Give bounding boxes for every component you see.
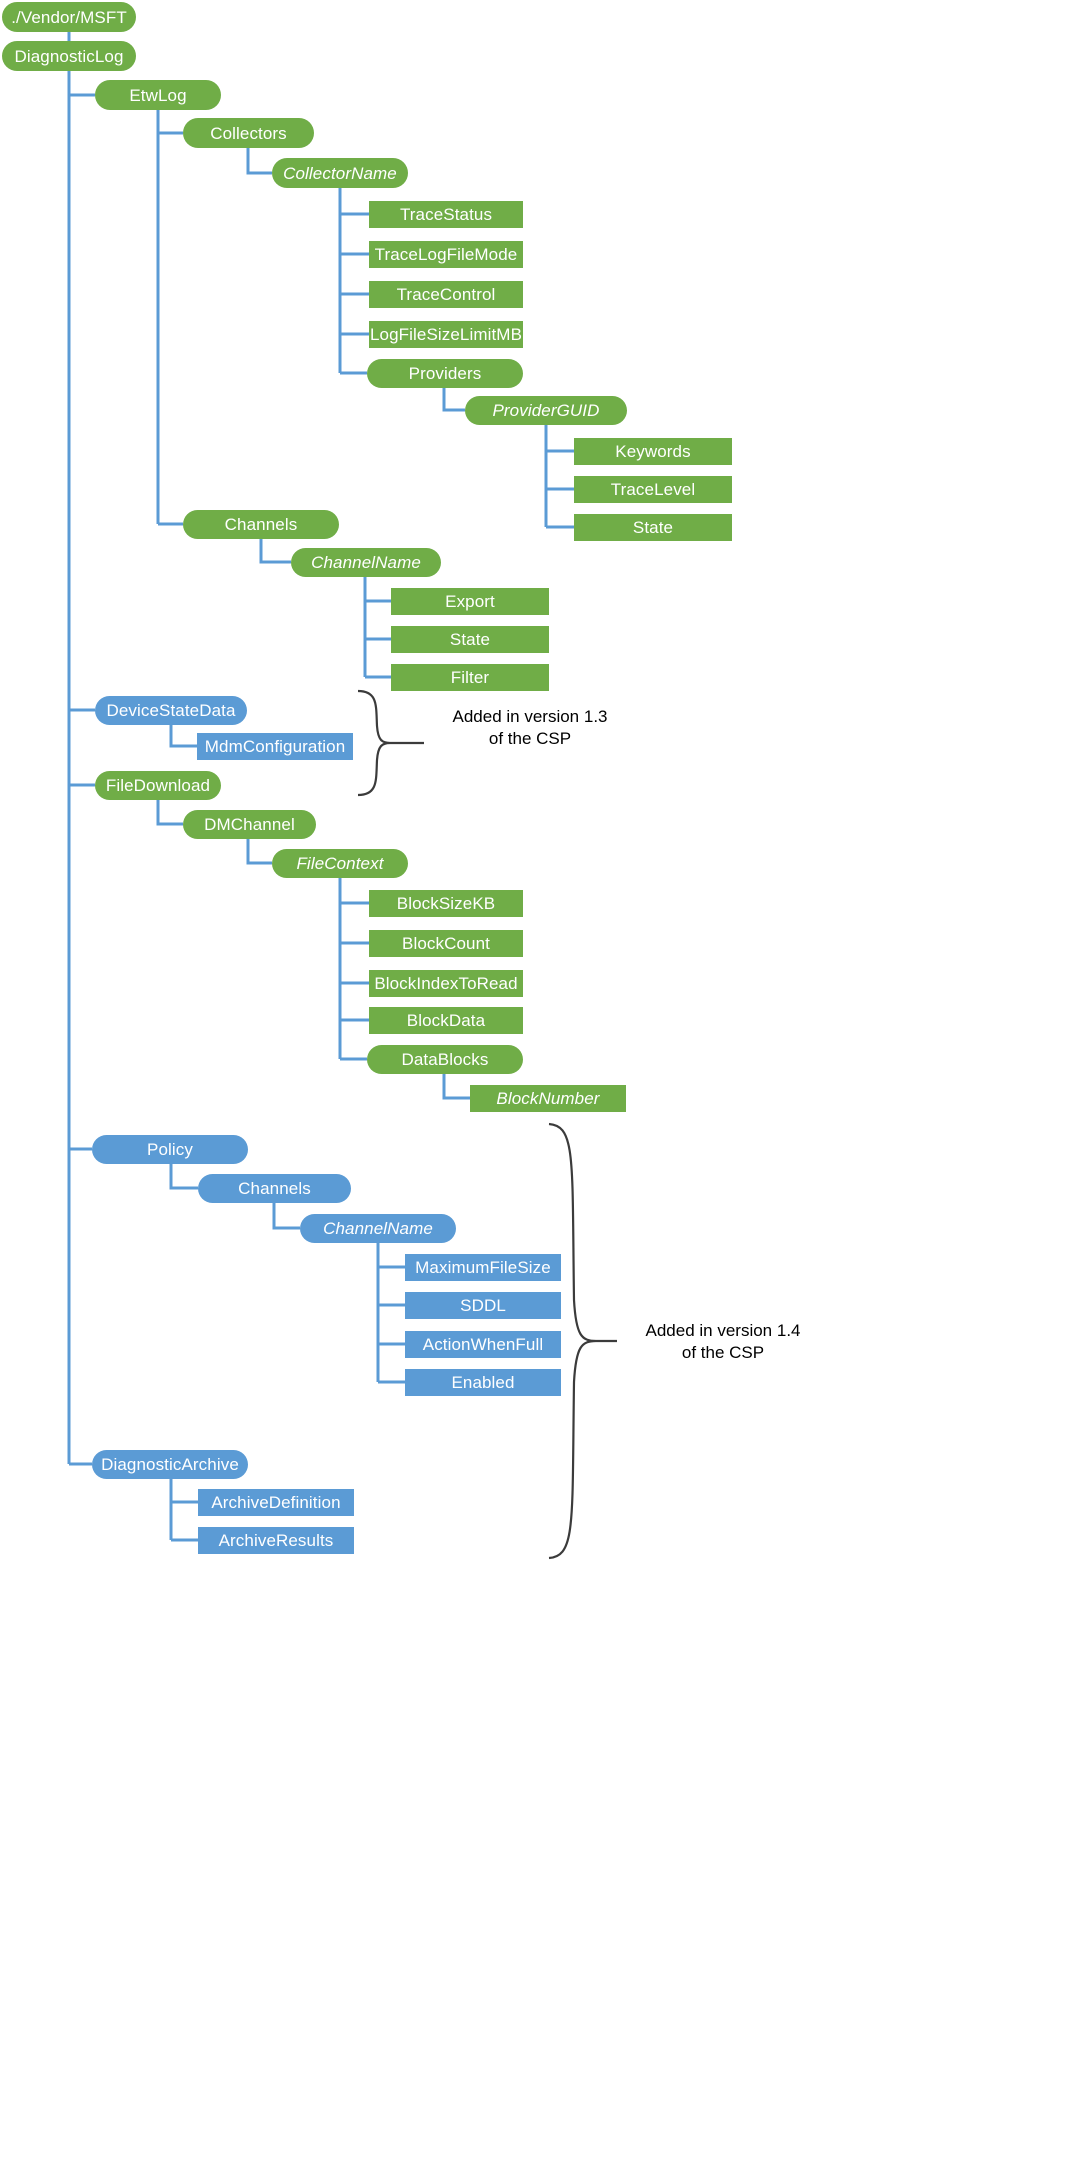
tree-node-label: DiagnosticLog	[14, 46, 124, 66]
tree-node-label: DMChannel	[204, 815, 295, 834]
tree-node-archiveresults[interactable]: ArchiveResults	[198, 1527, 354, 1554]
tree-node-label: ProviderGUID	[492, 401, 600, 420]
tree-node-enabled[interactable]: Enabled	[405, 1369, 561, 1396]
tree-node-label: TraceStatus	[399, 205, 493, 224]
annotation-line-1: Added in version 1.3	[452, 707, 608, 726]
tree-node-state-provider[interactable]: State	[574, 514, 732, 541]
tree-node-channelname-etw[interactable]: ChannelName	[291, 548, 441, 577]
tree-node-label: DiagnosticArchive	[101, 1455, 239, 1474]
tree-node-label: State	[632, 518, 674, 537]
tree-node-vendor-msft[interactable]: ./Vendor/MSFT	[2, 2, 136, 32]
tree-node-blockindextoread[interactable]: BlockIndexToRead	[369, 970, 523, 997]
tree-node-label: BlockIndexToRead	[374, 974, 518, 993]
tree-node-providerguid[interactable]: ProviderGUID	[465, 396, 627, 425]
tree-node-label: ChannelName	[311, 553, 421, 572]
tree-node-blocknumber[interactable]: BlockNumber	[470, 1085, 626, 1112]
tree-node-diagnosticarchive[interactable]: DiagnosticArchive	[92, 1450, 248, 1479]
tree-node-collectorname[interactable]: CollectorName	[272, 158, 408, 188]
tree-node-policy[interactable]: Policy	[92, 1135, 248, 1164]
tree-node-blocksizekb[interactable]: BlockSizeKB	[369, 890, 523, 917]
tree-node-label: BlockNumber	[496, 1089, 600, 1108]
tree-node-label: Collectors	[210, 123, 287, 143]
annotation-line-1: Added in version 1.4	[645, 1321, 801, 1340]
tree-node-datablocks[interactable]: DataBlocks	[367, 1045, 523, 1074]
tree-node-filecontext[interactable]: FileContext	[272, 849, 408, 878]
tree-node-channels-etw[interactable]: Channels	[183, 510, 339, 539]
tree-node-label: ArchiveDefinition	[211, 1493, 341, 1512]
tree-node-label: ./Vendor/MSFT	[11, 7, 127, 27]
tree-node-maximumfilesize[interactable]: MaximumFileSize	[405, 1254, 561, 1281]
tree-node-channels-policy[interactable]: Channels	[198, 1174, 351, 1203]
tree-node-filedownload[interactable]: FileDownload	[95, 771, 221, 800]
tree-node-archivedefinition[interactable]: ArchiveDefinition	[198, 1489, 354, 1516]
tree-node-tracestatus[interactable]: TraceStatus	[369, 201, 523, 228]
tree-node-label: DataBlocks	[401, 1050, 489, 1069]
annotation-line-2: of the CSP	[488, 728, 572, 748]
tree-node-label: Channels	[224, 515, 298, 534]
tree-node-label: Providers	[408, 364, 482, 383]
tree-node-tracecontrol[interactable]: TraceControl	[369, 281, 523, 308]
tree-node-label: Export	[445, 592, 495, 611]
annotation-added-13: Added in version 1.3 of the CSP	[420, 706, 640, 750]
tree-node-blockdata[interactable]: BlockData	[369, 1007, 523, 1034]
tree-node-label: MdmConfiguration	[204, 737, 346, 756]
tree-node-label: BlockSizeKB	[396, 894, 496, 913]
tree-node-label: FileDownload	[105, 776, 211, 795]
tree-node-logfilesizelimitmb[interactable]: LogFileSizeLimitMB	[369, 321, 523, 348]
tree-node-label: FileContext	[296, 854, 384, 873]
tree-node-label: Enabled	[451, 1373, 515, 1392]
tree-node-label: BlockCount	[402, 934, 490, 953]
tree-node-label: CollectorName	[283, 163, 397, 183]
tree-node-label: Policy	[147, 1140, 193, 1159]
tree-node-blockcount[interactable]: BlockCount	[369, 930, 523, 957]
tree-node-dmchannel[interactable]: DMChannel	[183, 810, 316, 839]
tree-node-label: ChannelName	[323, 1219, 433, 1238]
annotation-added-14: Added in version 1.4 of the CSP	[613, 1320, 833, 1364]
tree-node-mdmconfiguration[interactable]: MdmConfiguration	[197, 733, 353, 760]
tree-node-label: MaximumFileSize	[415, 1258, 551, 1277]
tree-node-label: SDDL	[460, 1296, 506, 1315]
tree-node-sddl[interactable]: SDDL	[405, 1292, 561, 1319]
tree-node-channelname-policy[interactable]: ChannelName	[300, 1214, 456, 1243]
tree-node-label: Channels	[238, 1179, 311, 1198]
tree-node-providers[interactable]: Providers	[367, 359, 523, 388]
tree-node-label: TraceControl	[396, 285, 496, 304]
tree-node-label: TraceLevel	[610, 480, 696, 499]
tree-node-diagnosticlog[interactable]: DiagnosticLog	[2, 41, 136, 71]
tree-node-collectors[interactable]: Collectors	[183, 118, 314, 148]
tree-node-label: EtwLog	[129, 85, 187, 105]
tree-node-label: LogFileSizeLimitMB	[369, 325, 523, 344]
tree-node-state-channel[interactable]: State	[391, 626, 549, 653]
tree-node-devicestatedata[interactable]: DeviceStateData	[95, 696, 247, 725]
tree-node-label: Keywords	[615, 442, 691, 461]
tree-node-keywords[interactable]: Keywords	[574, 438, 732, 465]
tree-node-tracelogfilemode[interactable]: TraceLogFileMode	[369, 241, 523, 268]
tree-node-tracelevel[interactable]: TraceLevel	[574, 476, 732, 503]
tree-node-filter[interactable]: Filter	[391, 664, 549, 691]
tree-node-export[interactable]: Export	[391, 588, 549, 615]
tree-node-label: State	[449, 630, 491, 649]
tree-node-label: TraceLogFileMode	[374, 245, 518, 264]
tree-node-label: BlockData	[406, 1011, 486, 1030]
tree-node-label: DeviceStateData	[106, 701, 236, 720]
annotation-line-2: of the CSP	[681, 1342, 765, 1362]
tree-node-actionwhenfull[interactable]: ActionWhenFull	[405, 1331, 561, 1358]
tree-node-label: ArchiveResults	[218, 1531, 334, 1550]
tree-node-label: ActionWhenFull	[422, 1335, 544, 1354]
tree-node-etwlog[interactable]: EtwLog	[95, 80, 221, 110]
tree-node-label: Filter	[450, 668, 490, 687]
